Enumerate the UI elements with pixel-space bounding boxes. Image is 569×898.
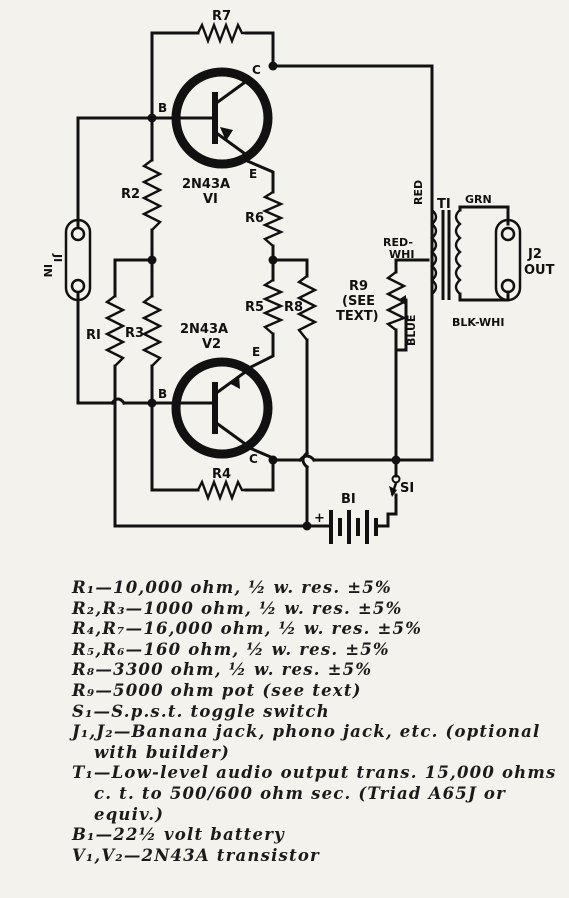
r2-label: R2 bbox=[121, 187, 140, 202]
potentiometer-r9: R9 (SEE TEXT) bbox=[336, 271, 408, 331]
parts-list-item-s1: S₁—S.p.s.t. toggle switch bbox=[72, 701, 330, 721]
v2-type-label: 2N43A bbox=[180, 322, 228, 337]
r9-note-line2: TEXT) bbox=[336, 309, 379, 324]
r3-label: R3 bbox=[125, 326, 144, 341]
wire-redwhi-label-1: RED- bbox=[383, 236, 413, 249]
parts-list-item-r9: R₉—5000 ohm pot (see text) bbox=[72, 680, 362, 700]
transformer-t1: RED BLUE RED- WHI GRN BLK-WHI TI bbox=[383, 180, 504, 346]
resistor-r6: R6 bbox=[245, 190, 284, 247]
jack-j2: J2 OUT bbox=[494, 218, 555, 302]
circuit-schematic: B C E 2N43A VI B E C 2N43A V2 R7 R2 R3 R… bbox=[41, 9, 555, 544]
parts-list-item-t1: T₁—Low-level audio output trans. 15,000 … bbox=[72, 763, 557, 783]
resistor-r2: R2 bbox=[121, 159, 163, 231]
v2-emitter-label: E bbox=[252, 345, 260, 359]
v1-ref-label: VI bbox=[203, 192, 218, 207]
r1-label: RI bbox=[86, 328, 101, 343]
parts-list-item-t1-cont2: equiv.) bbox=[94, 804, 165, 824]
resistor-r5: R5 bbox=[245, 278, 284, 335]
resistor-r8: R8 bbox=[284, 275, 318, 341]
resistor-r1: RI bbox=[86, 295, 126, 367]
r8-label: R8 bbox=[284, 300, 303, 315]
r7-label: R7 bbox=[212, 9, 231, 24]
parts-list-item-v1-v2: V₁,V₂—2N43A transistor bbox=[72, 845, 320, 865]
resistor-r4: R4 bbox=[196, 467, 246, 502]
wiring bbox=[76, 31, 510, 528]
v1-type-label: 2N43A bbox=[182, 177, 230, 192]
parts-list-item-b1: B₁—22½ volt battery bbox=[72, 825, 285, 845]
j2-sub-label: OUT bbox=[524, 263, 555, 278]
wire-blue-label: BLUE bbox=[405, 315, 418, 346]
wire-redwhi-label-2: WHI bbox=[389, 248, 414, 261]
j1-sub-label: IN bbox=[41, 264, 54, 277]
j1-label: JI bbox=[51, 253, 64, 262]
r4-label: R4 bbox=[212, 467, 231, 482]
junction-dots bbox=[147, 61, 401, 531]
parts-list-item-r8: R₈—3300 ohm, ½ w. res. ±5% bbox=[72, 660, 373, 680]
parts-list-item-r4-r7: R₄,R₇—16,000 ohm, ½ w. res. ±5% bbox=[72, 619, 423, 639]
resistor-r7: R7 bbox=[196, 9, 246, 45]
r9-note-line1: (SEE bbox=[342, 294, 375, 309]
j2-label: J2 bbox=[527, 247, 542, 262]
parts-list-item-r2-r3: R₂,R₃—1000 ohm, ½ w. res. ±5% bbox=[72, 598, 403, 618]
parts-list-item-r1: R₁—10,000 ohm, ½ w. res. ±5% bbox=[72, 578, 392, 597]
parts-list-item-j1-j2: J₁,J₂—Banana jack, phono jack, etc. (opt… bbox=[72, 722, 541, 742]
jack-j1: JI IN bbox=[41, 218, 92, 302]
resistor-r3: R3 bbox=[125, 295, 163, 367]
v2-base-label: B bbox=[158, 387, 167, 401]
b1-label: BI bbox=[341, 492, 356, 507]
wire-crossovers bbox=[109, 395, 317, 470]
parts-list-item-t1-cont: c. t. to 500/600 ohm sec. (Triad A65J or bbox=[94, 783, 507, 803]
v2-ref-label: V2 bbox=[202, 337, 221, 352]
battery-b1: BI + bbox=[314, 492, 390, 544]
transistor-v1: B C E 2N43A VI bbox=[158, 63, 273, 207]
parts-list-item-r5-r6: R₅,R₆—160 ohm, ½ w. res. ±5% bbox=[72, 639, 390, 659]
wire-red-label: RED bbox=[412, 180, 425, 205]
v1-collector-label: C bbox=[252, 63, 261, 77]
t1-label: TI bbox=[437, 197, 451, 212]
r9-label: R9 bbox=[349, 279, 368, 294]
wire-blkwhi-label: BLK-WHI bbox=[452, 316, 504, 329]
wire-grn-label: GRN bbox=[465, 193, 492, 206]
s1-label: SI bbox=[400, 481, 414, 496]
v2-collector-label: C bbox=[249, 452, 258, 466]
parts-list-item-j1-j2-cont: with builder) bbox=[94, 742, 231, 762]
r5-label: R5 bbox=[245, 300, 264, 315]
transistor-v2: B E C 2N43A V2 bbox=[158, 322, 273, 466]
v1-base-label: B bbox=[158, 101, 167, 115]
r6-label: R6 bbox=[245, 211, 264, 226]
parts-list: R₁—10,000 ohm, ½ w. res. ±5% R₂,R₃—1000 … bbox=[72, 578, 562, 866]
switch-s1: SI bbox=[389, 474, 414, 497]
v1-emitter-label: E bbox=[249, 167, 257, 181]
b1-plus-label: + bbox=[314, 511, 325, 526]
